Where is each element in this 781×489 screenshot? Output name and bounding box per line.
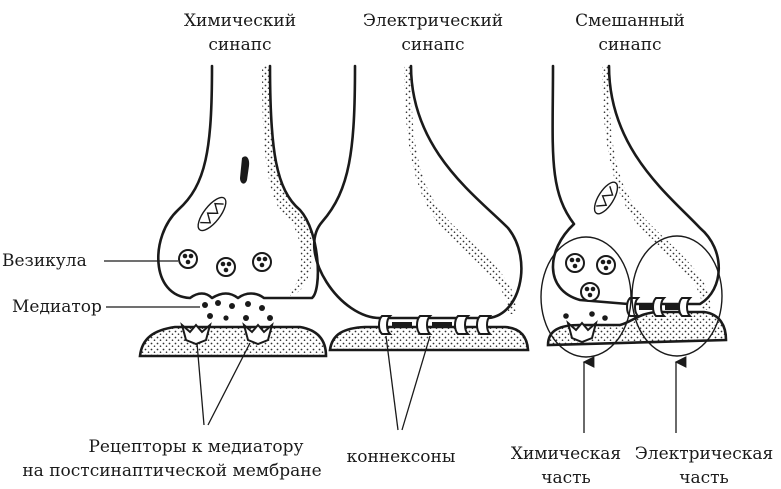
label-elec-part-line2: часть xyxy=(679,468,729,488)
label-mediator: Медиатор xyxy=(12,297,102,317)
electrical-presynaptic-terminal xyxy=(312,64,523,320)
pointer-receptor-right xyxy=(207,342,251,426)
mixed-receptor xyxy=(566,320,598,344)
pointer-connexon-right xyxy=(401,335,431,431)
pointer-connexon-left xyxy=(385,335,399,431)
chemical-vesicle xyxy=(252,252,272,272)
chemical-presynaptic-terminal xyxy=(157,64,320,300)
label-vesicle: Везикула xyxy=(2,251,87,271)
mixed-presynaptic-terminal xyxy=(551,64,720,306)
chemical-postsynaptic-membrane xyxy=(138,325,328,358)
chemical-vesicle xyxy=(216,257,236,277)
label-chem-part-line2: часть xyxy=(541,468,591,488)
title-mixed-line1: Смешанный xyxy=(575,11,685,31)
connexon xyxy=(454,315,493,335)
mixed-mitochondrion xyxy=(593,181,619,215)
title-electrical-line1: Электрический xyxy=(363,11,503,31)
mixed-mediator-dots xyxy=(563,311,608,321)
chemical-synapse xyxy=(138,64,328,358)
title-mixed-line2: синапс xyxy=(598,35,661,55)
mixed-synapse xyxy=(540,64,728,358)
title-chemical-line2: синапс xyxy=(208,35,271,55)
connexon xyxy=(416,315,452,335)
connexon xyxy=(378,315,412,335)
title-chemical-line1: Химический xyxy=(184,11,296,31)
mixed-connexon xyxy=(652,297,679,317)
mixed-terminal-dots xyxy=(602,66,711,310)
chemical-mitochondrion xyxy=(197,196,227,232)
label-receptors-line1: Рецепторы к медиатору xyxy=(88,437,303,457)
chemical-receptor xyxy=(242,322,274,346)
label-elec-part-line1: Электрическая xyxy=(635,444,773,464)
electrical-synapse xyxy=(312,64,530,352)
mixed-vesicle xyxy=(565,253,585,273)
label-connexons: коннексоны xyxy=(347,447,456,467)
chemical-receptor xyxy=(180,322,212,346)
electrical-part-region xyxy=(631,235,723,357)
electrical-terminal-dots xyxy=(404,66,517,314)
label-receptors-line2: на постсинаптической мембране xyxy=(22,461,321,481)
mixed-connexon xyxy=(678,297,693,317)
label-chem-part-line1: Химическая xyxy=(511,444,621,464)
chemical-mito-small xyxy=(240,156,250,184)
pointer-receptor-left xyxy=(196,342,205,426)
mixed-vesicle xyxy=(596,255,616,275)
chemical-mediator-dots xyxy=(202,300,273,321)
title-electrical-line2: синапс xyxy=(401,35,464,55)
chemical-terminal-dots xyxy=(262,66,313,296)
chemical-vesicle xyxy=(178,249,198,269)
mixed-vesicle xyxy=(580,282,600,302)
